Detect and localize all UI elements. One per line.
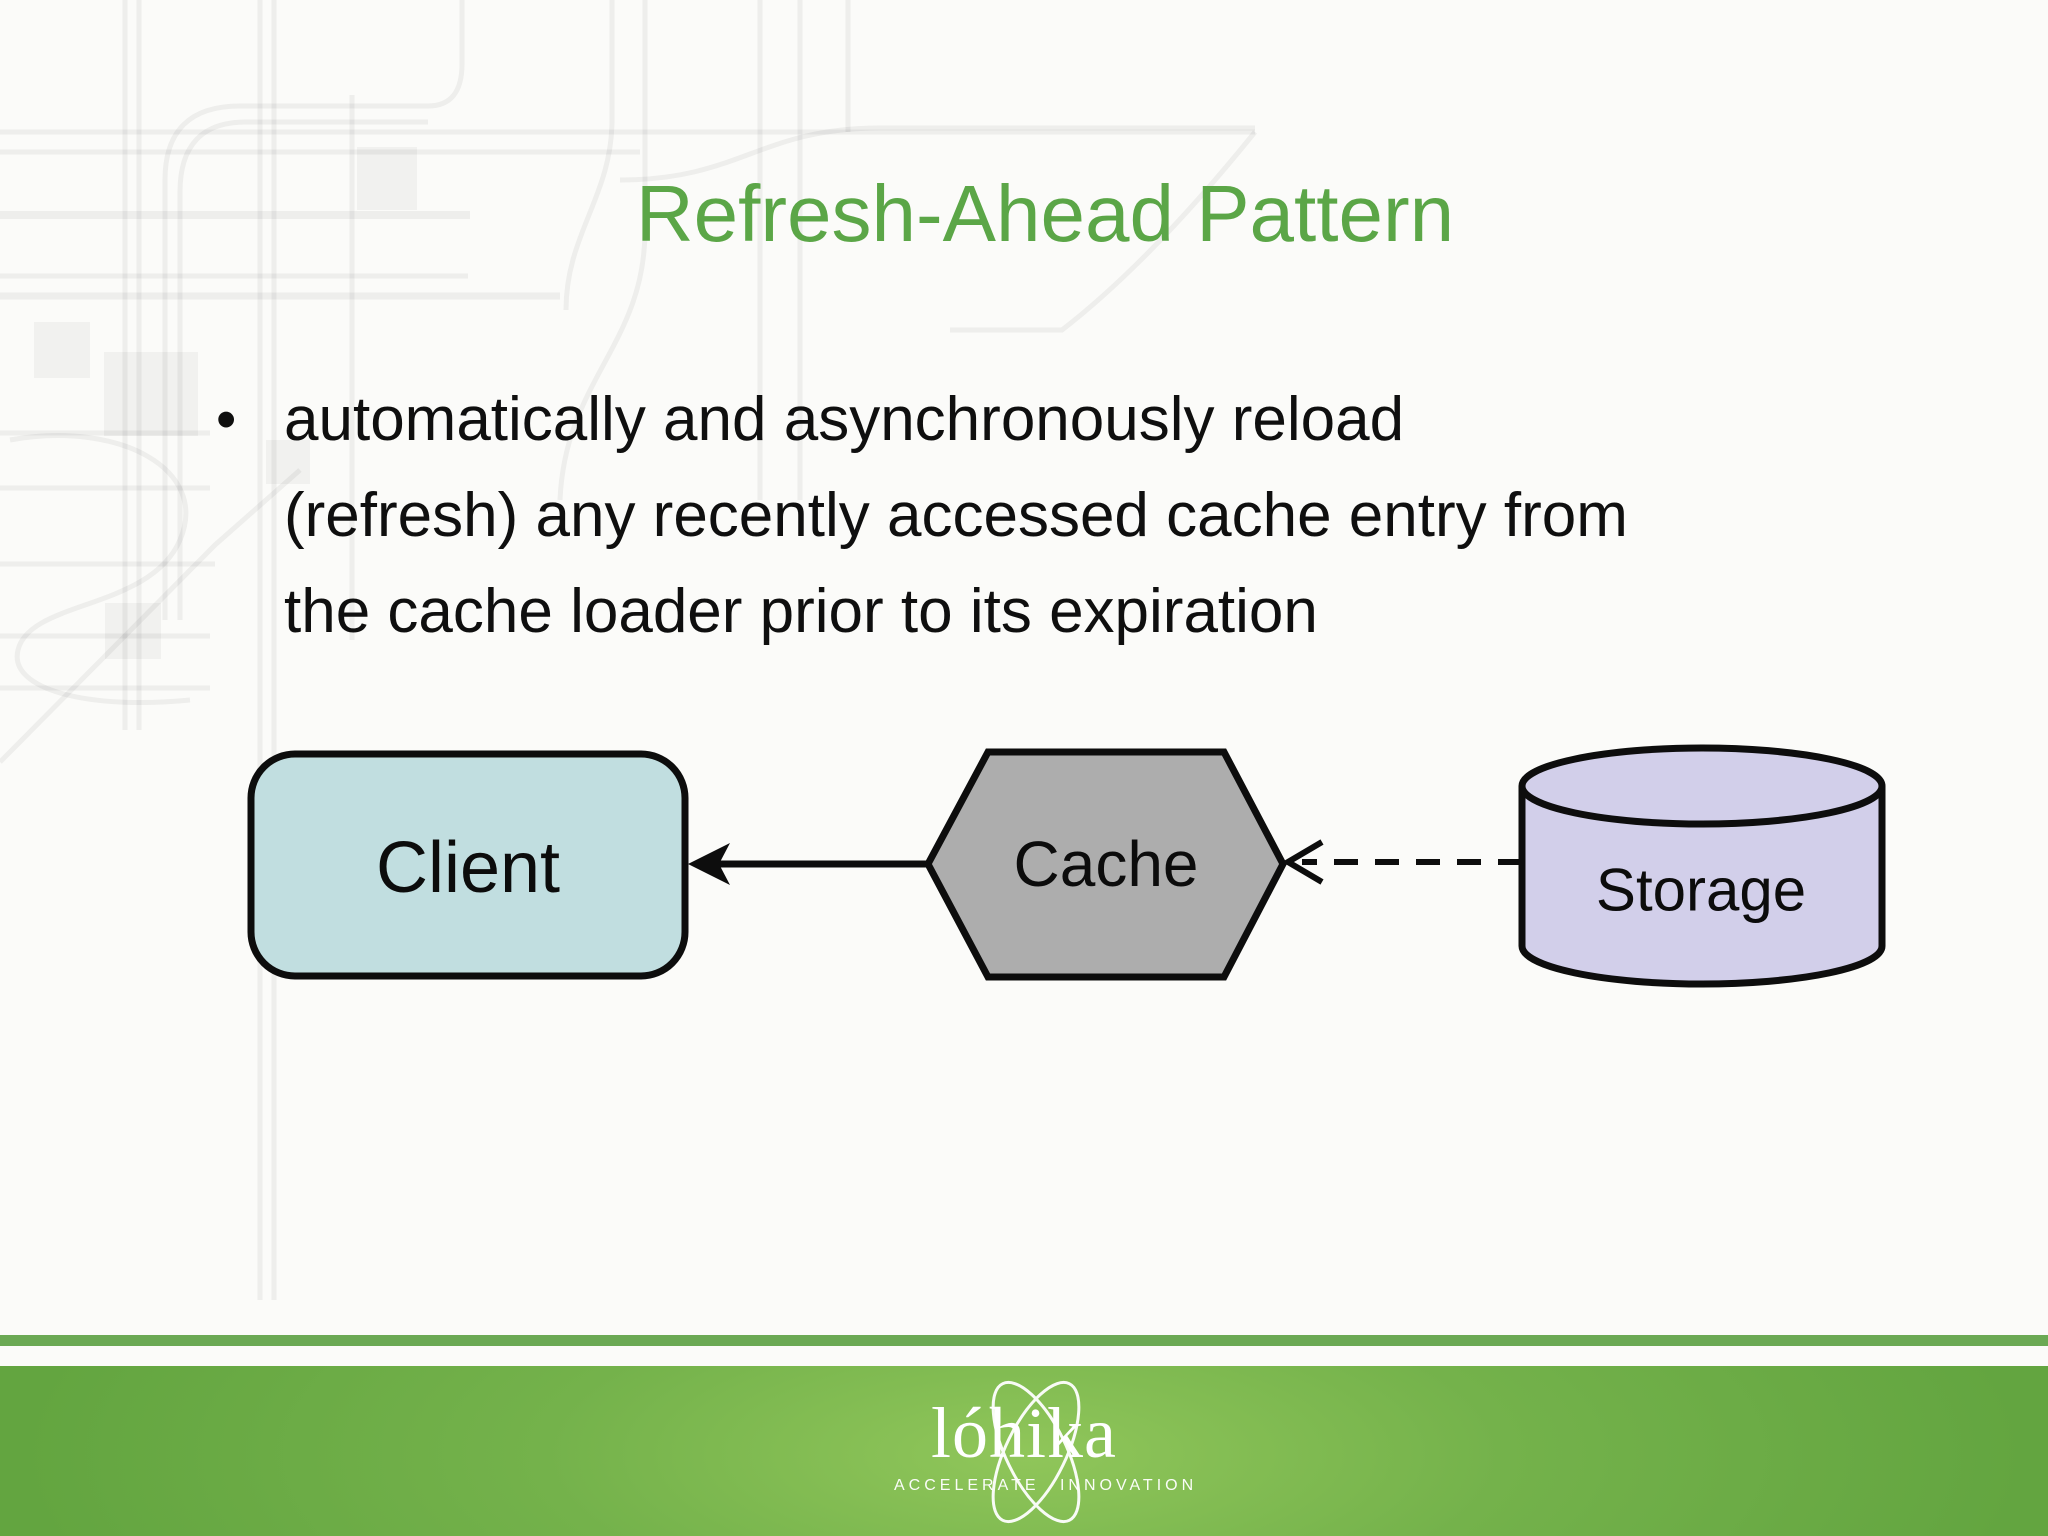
storage-cylinder-top (1518, 744, 1886, 828)
logo-wordmark: lóhika (931, 1393, 1117, 1473)
arrowhead-left-icon (1282, 839, 1324, 885)
storage-node-label: Storage (1595, 856, 1807, 924)
cache-node-label: Cache (1013, 828, 1199, 900)
footer-accent-stripe (0, 1335, 2048, 1346)
slide-title: Refresh-Ahead Pattern (635, 169, 1455, 258)
bullet-marker: • (216, 387, 237, 452)
arrow-storage-to-cache (1282, 839, 1522, 885)
arrowhead-left-icon (688, 843, 730, 885)
bullet-text: automatically and asynchronously reload … (284, 372, 1964, 660)
bullet-line-2: (refresh) any recently accessed cache en… (284, 481, 1628, 550)
bullet-line-1: automatically and asynchronously reload (284, 385, 1405, 454)
arrow-cache-to-client (688, 843, 928, 885)
logo-tagline: ACCELERATE INNOVATION (894, 1477, 1198, 1494)
bullet-line-3: the cache loader prior to its expiration (284, 577, 1318, 646)
client-node-label: Client (375, 828, 561, 908)
